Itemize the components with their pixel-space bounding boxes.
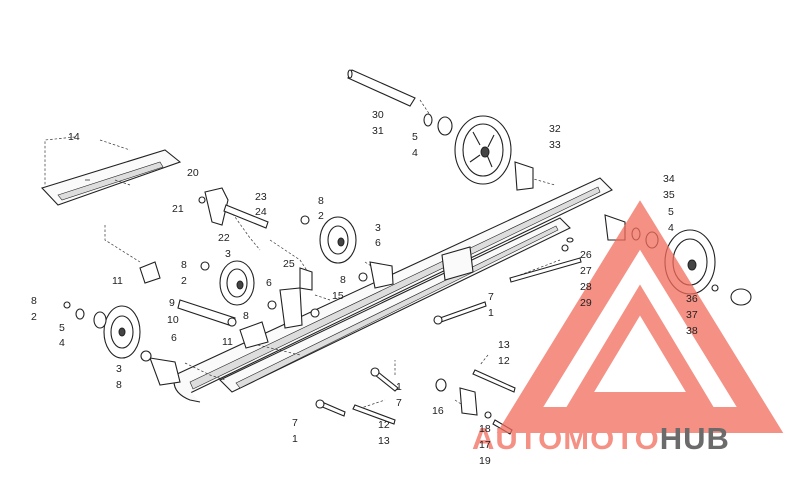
callout-label: 7 xyxy=(488,291,494,303)
pivot-bracket-center xyxy=(267,287,303,329)
callout-label: 19 xyxy=(479,455,491,467)
callout-label: 11 xyxy=(112,275,123,287)
callout-label: 37 xyxy=(686,309,698,321)
slide-rail-rear xyxy=(40,149,613,403)
callout-label: 3 xyxy=(375,222,381,234)
callout-label: 7 xyxy=(292,417,298,429)
callout-label: 8 xyxy=(116,379,122,391)
callout-label: 8 xyxy=(318,195,324,207)
spring-arm-bracket-lower xyxy=(140,350,181,386)
callout-label: 8 xyxy=(243,310,249,322)
upper-pivot-arm xyxy=(198,187,269,229)
callout-label: 6 xyxy=(375,237,381,249)
callout-label: 22 xyxy=(218,232,230,244)
callout-label: 8 xyxy=(181,259,187,271)
callout-label: 5 xyxy=(668,206,674,218)
callout-label: 1 xyxy=(396,381,402,393)
callout-label: 5 xyxy=(59,322,65,334)
callout-label: 35 xyxy=(663,189,675,201)
callout-label: 7 xyxy=(396,397,402,409)
callout-label: 32 xyxy=(549,123,561,135)
callout-label: 8 xyxy=(31,295,37,307)
callout-label: 14 xyxy=(68,131,80,143)
callout-label: 4 xyxy=(412,147,418,159)
callout-label: 36 xyxy=(686,293,698,305)
callout-label: 1 xyxy=(292,433,298,445)
callout-label: 3 xyxy=(116,363,122,375)
callout-label: 27 xyxy=(580,265,592,277)
callout-label: 12 xyxy=(378,419,390,431)
callout-label: 5 xyxy=(412,131,418,143)
callout-label: 2 xyxy=(31,311,37,323)
callout-label: 9 xyxy=(169,297,175,309)
hub-33 xyxy=(514,161,534,191)
callout-label: 20 xyxy=(187,167,199,179)
watermark-logo: AUTOMOTOHUB xyxy=(472,200,784,456)
idler-wheel-large-upper xyxy=(423,113,512,185)
callout-label: 12 xyxy=(498,355,510,367)
callout-label: 2 xyxy=(318,210,324,222)
callout-label: 15 xyxy=(332,290,344,302)
callout-label: 8 xyxy=(340,274,346,286)
idler-wheel-mid-center xyxy=(299,215,394,291)
callout-label: 21 xyxy=(172,203,184,215)
callout-label: 26 xyxy=(580,249,592,261)
idler-wheel-lower-left xyxy=(63,301,141,359)
callout-label: 25 xyxy=(283,258,295,270)
callout-label: 17 xyxy=(479,439,491,451)
brand-right-text: HUB xyxy=(660,421,730,456)
callout-label: 4 xyxy=(668,222,674,234)
axle-spacers xyxy=(139,261,269,349)
callout-label: 2 xyxy=(181,275,187,287)
svg-text:AUTOMOTOHUB: AUTOMOTOHUB xyxy=(472,421,730,456)
callout-label: 3 xyxy=(225,248,231,260)
callout-label: 34 xyxy=(663,173,675,185)
callout-label: 13 xyxy=(378,435,390,447)
callout-label: 28 xyxy=(580,281,592,293)
callout-label: 10 xyxy=(167,314,179,326)
long-bolt-29 xyxy=(509,237,582,283)
callout-label: 4 xyxy=(59,337,65,349)
callout-label: 1 xyxy=(488,307,494,319)
callout-label: 24 xyxy=(255,206,267,218)
callout-label: 23 xyxy=(255,191,267,203)
idler-wheel-mid-left xyxy=(200,260,255,306)
callout-label: 30 xyxy=(372,109,384,121)
callout-label: 6 xyxy=(266,277,272,289)
callout-label: 13 xyxy=(498,339,510,351)
callout-label: 31 xyxy=(372,125,384,137)
callout-label: 18 xyxy=(479,423,491,435)
callout-label: 11 xyxy=(222,336,233,348)
callout-label: 6 xyxy=(171,332,177,344)
callout-label: 29 xyxy=(580,297,592,309)
callout-label: 33 xyxy=(549,139,561,151)
callout-labels: 14 20 21 22 23 24 8 2 3 6 25 8 15 30 31 … xyxy=(31,109,698,467)
slide-rail-front xyxy=(219,217,571,393)
brand-left-text: AUTOMOTO xyxy=(472,421,660,456)
callout-label: 16 xyxy=(432,405,444,417)
callout-label: 38 xyxy=(686,325,698,337)
front-axle-shaft xyxy=(347,69,416,107)
